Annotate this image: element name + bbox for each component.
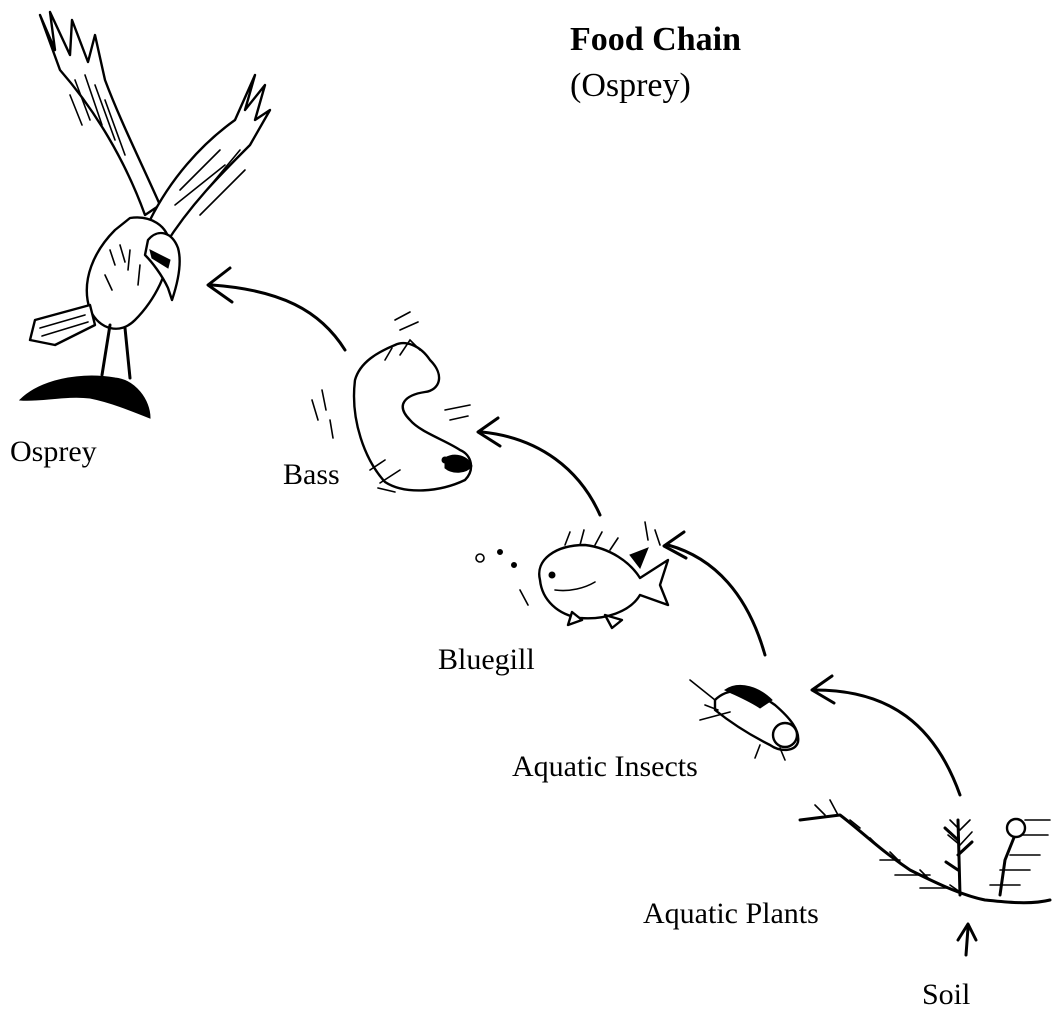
label-soil: Soil xyxy=(922,978,970,1012)
osprey-drawing xyxy=(20,12,270,418)
arrow-bass-to-osprey xyxy=(212,285,345,350)
label-aquatic-plants: Aquatic Plants xyxy=(643,897,819,931)
label-bluegill: Bluegill xyxy=(438,643,535,677)
insect-drawing xyxy=(690,680,798,760)
label-bass: Bass xyxy=(283,458,340,492)
arrow-insects-to-bluegill xyxy=(668,545,765,655)
bluegill-drawing xyxy=(476,522,668,628)
arrow-soil-to-plants xyxy=(966,928,968,955)
diagram-title: Food Chain xyxy=(570,20,741,60)
arrow-plants-to-insects xyxy=(815,690,960,795)
label-aquatic-insects: Aquatic Insects xyxy=(512,750,698,784)
label-osprey: Osprey xyxy=(10,435,97,469)
diagram-subtitle: (Osprey) xyxy=(570,66,691,106)
plants-drawing xyxy=(800,800,1050,903)
